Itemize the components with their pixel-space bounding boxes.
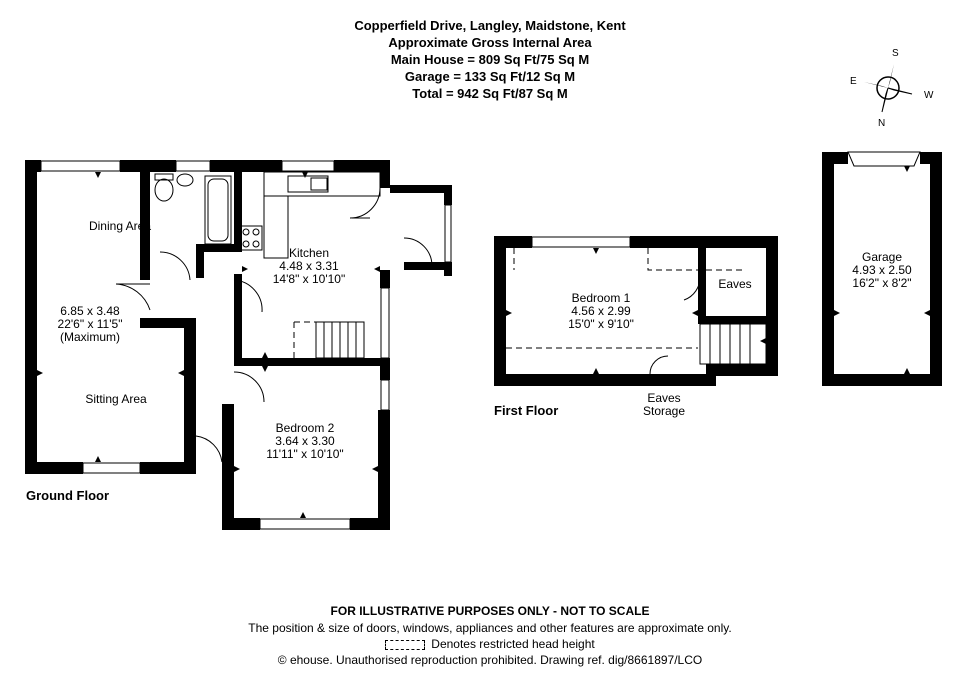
garage-walls: [822, 152, 942, 386]
disclaimer-heading: FOR ILLUSTRATIVE PURPOSES ONLY - NOT TO …: [330, 604, 650, 618]
restricted-height-legend-icon: [385, 639, 426, 650]
first-floor-label: First Floor: [494, 403, 559, 418]
compass-east: E: [850, 76, 857, 87]
living-dims-note: (Maximum): [60, 330, 120, 344]
disclaimer-note: The position & size of doors, windows, a…: [248, 621, 732, 635]
kitchen-label: Kitchen: [288, 246, 330, 260]
bedroom-2-dims-imperial: 11'11" x 10'10": [266, 447, 344, 461]
eaves-storage-label-line2: Storage: [642, 404, 686, 418]
kitchen-dims-metric: 4.48 x 3.31: [279, 259, 339, 273]
ground-floor-label: Ground Floor: [26, 488, 110, 503]
main-house-area: Main House = 809 Sq Ft/75 Sq M: [390, 52, 590, 67]
windows: [40, 151, 921, 530]
eaves-storage-label-line1: Eaves: [647, 391, 681, 405]
bedroom-1-dims-imperial: 15'0" x 9'10": [568, 317, 634, 331]
address-title: Copperfield Drive, Langley, Maidstone, K…: [354, 18, 626, 33]
sitting-area-label: Sitting Area: [85, 392, 147, 406]
area-title: Approximate Gross Internal Area: [388, 35, 592, 50]
garage-dims-metric: 4.93 x 2.50: [852, 263, 912, 277]
compass-north: N: [878, 118, 886, 129]
compass-west: W: [924, 90, 934, 101]
dimension-arrows: [37, 166, 930, 518]
ground-floor-walls: [25, 160, 452, 530]
copyright-text: © ehouse. Unauthorised reproduction proh…: [277, 653, 703, 667]
bedroom-2-label: Bedroom 2: [275, 421, 335, 435]
bedroom-1-dims-metric: 4.56 x 2.99: [571, 304, 631, 318]
garage-label: Garage: [861, 250, 903, 264]
legend-text: Denotes restricted head height: [431, 637, 595, 651]
total-area: Total = 942 Sq Ft/87 Sq M: [412, 86, 568, 101]
eaves-label: Eaves: [718, 277, 752, 291]
first-floor-walls: [494, 236, 778, 386]
bedroom-2-dims-metric: 3.64 x 3.30: [275, 434, 335, 448]
living-dims-metric: 6.85 x 3.48: [60, 304, 120, 318]
living-dims-imperial: 22'6" x 11'5": [57, 317, 123, 331]
restricted-head-height-lines: [293, 248, 746, 358]
garage-dims-imperial: 16'2" x 8'2": [852, 276, 912, 290]
kitchen-dims-imperial: 14'8" x 10'10": [272, 272, 346, 286]
bedroom-1-label: Bedroom 1: [571, 291, 631, 305]
compass-rose-icon: [864, 64, 913, 113]
legend: Denotes restricted head height: [0, 637, 980, 652]
fixtures: [115, 171, 767, 463]
garage-area: Garage = 133 Sq Ft/12 Sq M: [404, 69, 576, 84]
compass-south: S: [892, 48, 899, 59]
dining-area-label: Dining Area: [88, 219, 152, 233]
